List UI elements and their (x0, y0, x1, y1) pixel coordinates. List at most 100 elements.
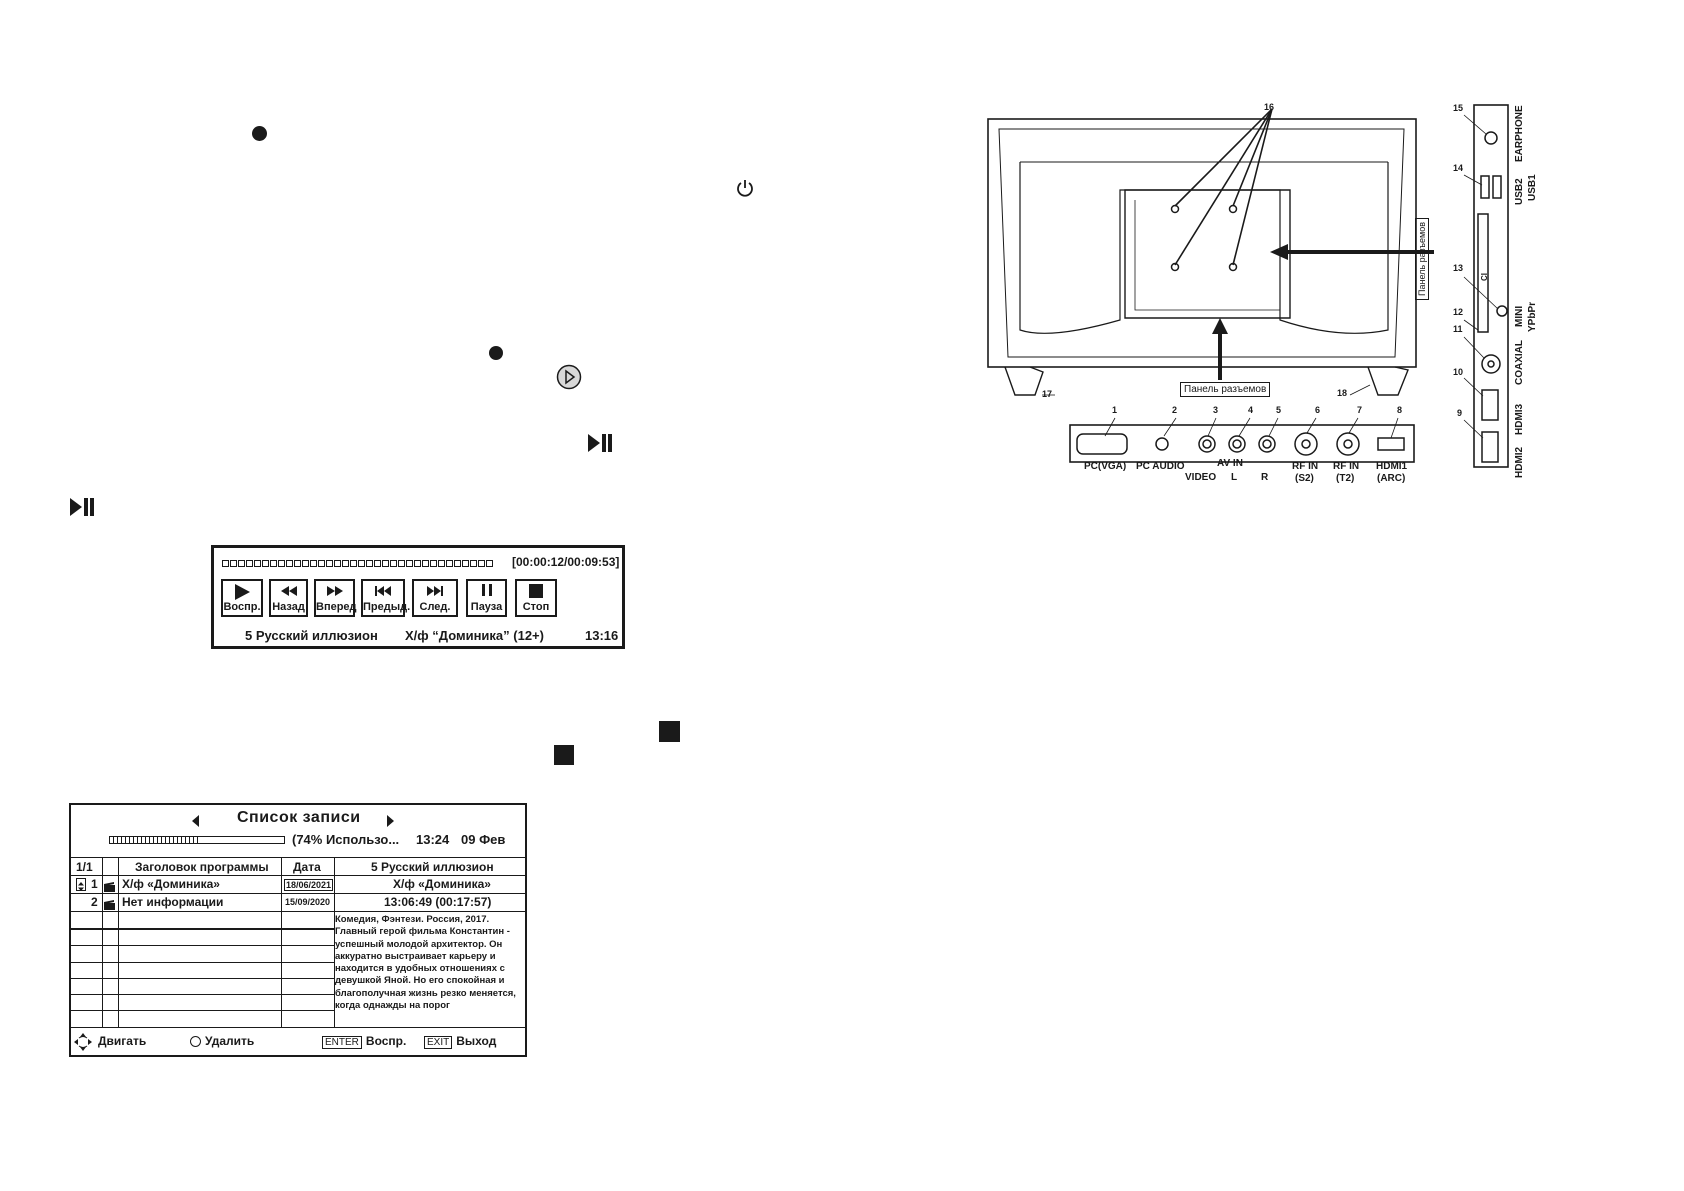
program-title: Х/ф “Доминика” (12+) (405, 628, 544, 643)
progress-segment (470, 560, 477, 567)
progress-segment (390, 560, 397, 567)
progress-bar (222, 560, 493, 567)
progress-segment (454, 560, 461, 567)
pause-button-label: Пауза (470, 601, 503, 613)
progress-segment (262, 560, 269, 567)
page-indicator: 1/1 (76, 860, 93, 874)
port-label-coaxial: COAXIAL (1514, 340, 1525, 385)
stop-icon (517, 583, 555, 601)
usage-tick (173, 837, 174, 843)
usage-tick (117, 837, 118, 843)
port-label-hdmi1: HDMI1 (1376, 461, 1408, 472)
usage-tick (185, 837, 186, 843)
right-arrow-icon[interactable] (386, 814, 394, 832)
info-title: Х/ф «Доминика» (393, 877, 491, 891)
progress-segment (398, 560, 405, 567)
play-icon (223, 583, 261, 601)
tv-rear-diagram: 1 2 3 4 5 6 7 8 9 10 11 12 13 14 15 16 1… (980, 95, 1540, 495)
port-label-rf-t2: RF IN (1333, 461, 1360, 472)
port-label-r: R (1261, 472, 1269, 483)
play-button[interactable]: Воспр. (221, 579, 263, 617)
circle-button-icon (190, 1036, 201, 1047)
footer-play-label: Воспр. (365, 1034, 407, 1048)
progress-segment (270, 560, 277, 567)
navigation-arrows-icon (74, 1033, 92, 1051)
left-arrow-icon[interactable] (192, 814, 200, 832)
side-connector-panel-label: Панель разъемов (1415, 217, 1429, 300)
playback-time: [00:00:12/00:09:53] (512, 555, 620, 569)
stop-button[interactable]: Стоп (515, 579, 557, 617)
rewind-button[interactable]: Назад (269, 579, 308, 617)
disk-usage-text: (74% Использо... (292, 832, 400, 847)
callout-9: 9 (1457, 408, 1463, 418)
footer-move-label: Двигать (98, 1034, 147, 1048)
stop-square-icon (554, 745, 574, 765)
progress-segment (374, 560, 381, 567)
usage-tick (189, 837, 190, 843)
port-label-usb1: USB1 (1527, 174, 1538, 201)
usage-tick (177, 837, 178, 843)
progress-segment (350, 560, 357, 567)
callout-10: 10 (1453, 367, 1464, 377)
progress-segment (222, 560, 229, 567)
next-button-label: След. (419, 601, 451, 613)
usage-tick (113, 837, 114, 843)
previous-button[interactable]: Предыд. (361, 579, 410, 617)
progress-segment (238, 560, 245, 567)
footer-delete-label: Удалить (205, 1034, 255, 1048)
port-label-hdmi1-sub: (ARC) (1377, 473, 1406, 484)
progress-segment (230, 560, 237, 567)
port-label-hdmi3: HDMI3 (1514, 403, 1525, 435)
recording-icon (104, 897, 116, 910)
progress-segment (430, 560, 437, 567)
port-label-rf-s2-sub: (S2) (1295, 473, 1314, 484)
progress-segment (462, 560, 469, 567)
port-label-pc-audio: PC AUDIO (1136, 461, 1185, 472)
port-label-ci: CI (1480, 273, 1489, 281)
progress-segment (406, 560, 413, 567)
callout-3: 3 (1213, 405, 1219, 415)
column-header-program: Заголовок программы (135, 860, 269, 874)
disk-usage-bar (109, 836, 285, 844)
pvr-playback-panel: [00:00:12/00:09:53] Воспр. Назад Вперед … (211, 545, 625, 649)
next-button[interactable]: След. (412, 579, 458, 617)
play-circle-icon (556, 364, 582, 390)
row-date: 18/06/2021 (284, 879, 334, 891)
progress-segment (334, 560, 341, 567)
port-label-usb2: USB2 (1514, 178, 1525, 205)
usage-tick (161, 837, 162, 843)
callout-6: 6 (1315, 405, 1321, 415)
recording-list-panel: Список записи (74% Использо... 13:24 09 … (69, 803, 527, 1057)
progress-segment (326, 560, 333, 567)
bullet-dot-icon (252, 126, 267, 141)
recording-icon (104, 879, 116, 892)
callout-11: 11 (1453, 324, 1463, 334)
fast-forward-button[interactable]: Вперед (314, 579, 357, 617)
usage-tick (157, 837, 158, 843)
row-index: 1 (91, 877, 98, 891)
row-date: 15/09/2020 (285, 897, 331, 907)
callout-18: 18 (1337, 388, 1348, 398)
callout-2: 2 (1172, 405, 1178, 415)
pause-button[interactable]: Пауза (466, 579, 507, 617)
callout-14: 14 (1453, 163, 1464, 173)
column-header-date: Дата (293, 860, 321, 874)
usage-tick (193, 837, 194, 843)
progress-segment (294, 560, 301, 567)
callout-16: 16 (1264, 102, 1275, 112)
callout-17: 17 (1042, 389, 1053, 399)
port-label-hdmi2: HDMI2 (1514, 446, 1525, 478)
progress-segment (254, 560, 261, 567)
progress-segment (318, 560, 325, 567)
progress-segment (358, 560, 365, 567)
row-program: Нет информации (122, 895, 224, 909)
progress-segment (366, 560, 373, 567)
progress-segment (302, 560, 309, 567)
port-label-l: L (1231, 472, 1238, 483)
row-program: Х/ф «Доминика» (122, 877, 220, 891)
usage-tick (125, 837, 126, 843)
usage-tick (181, 837, 182, 843)
skip-previous-icon (363, 583, 403, 601)
current-time: 13:24 (416, 832, 450, 847)
